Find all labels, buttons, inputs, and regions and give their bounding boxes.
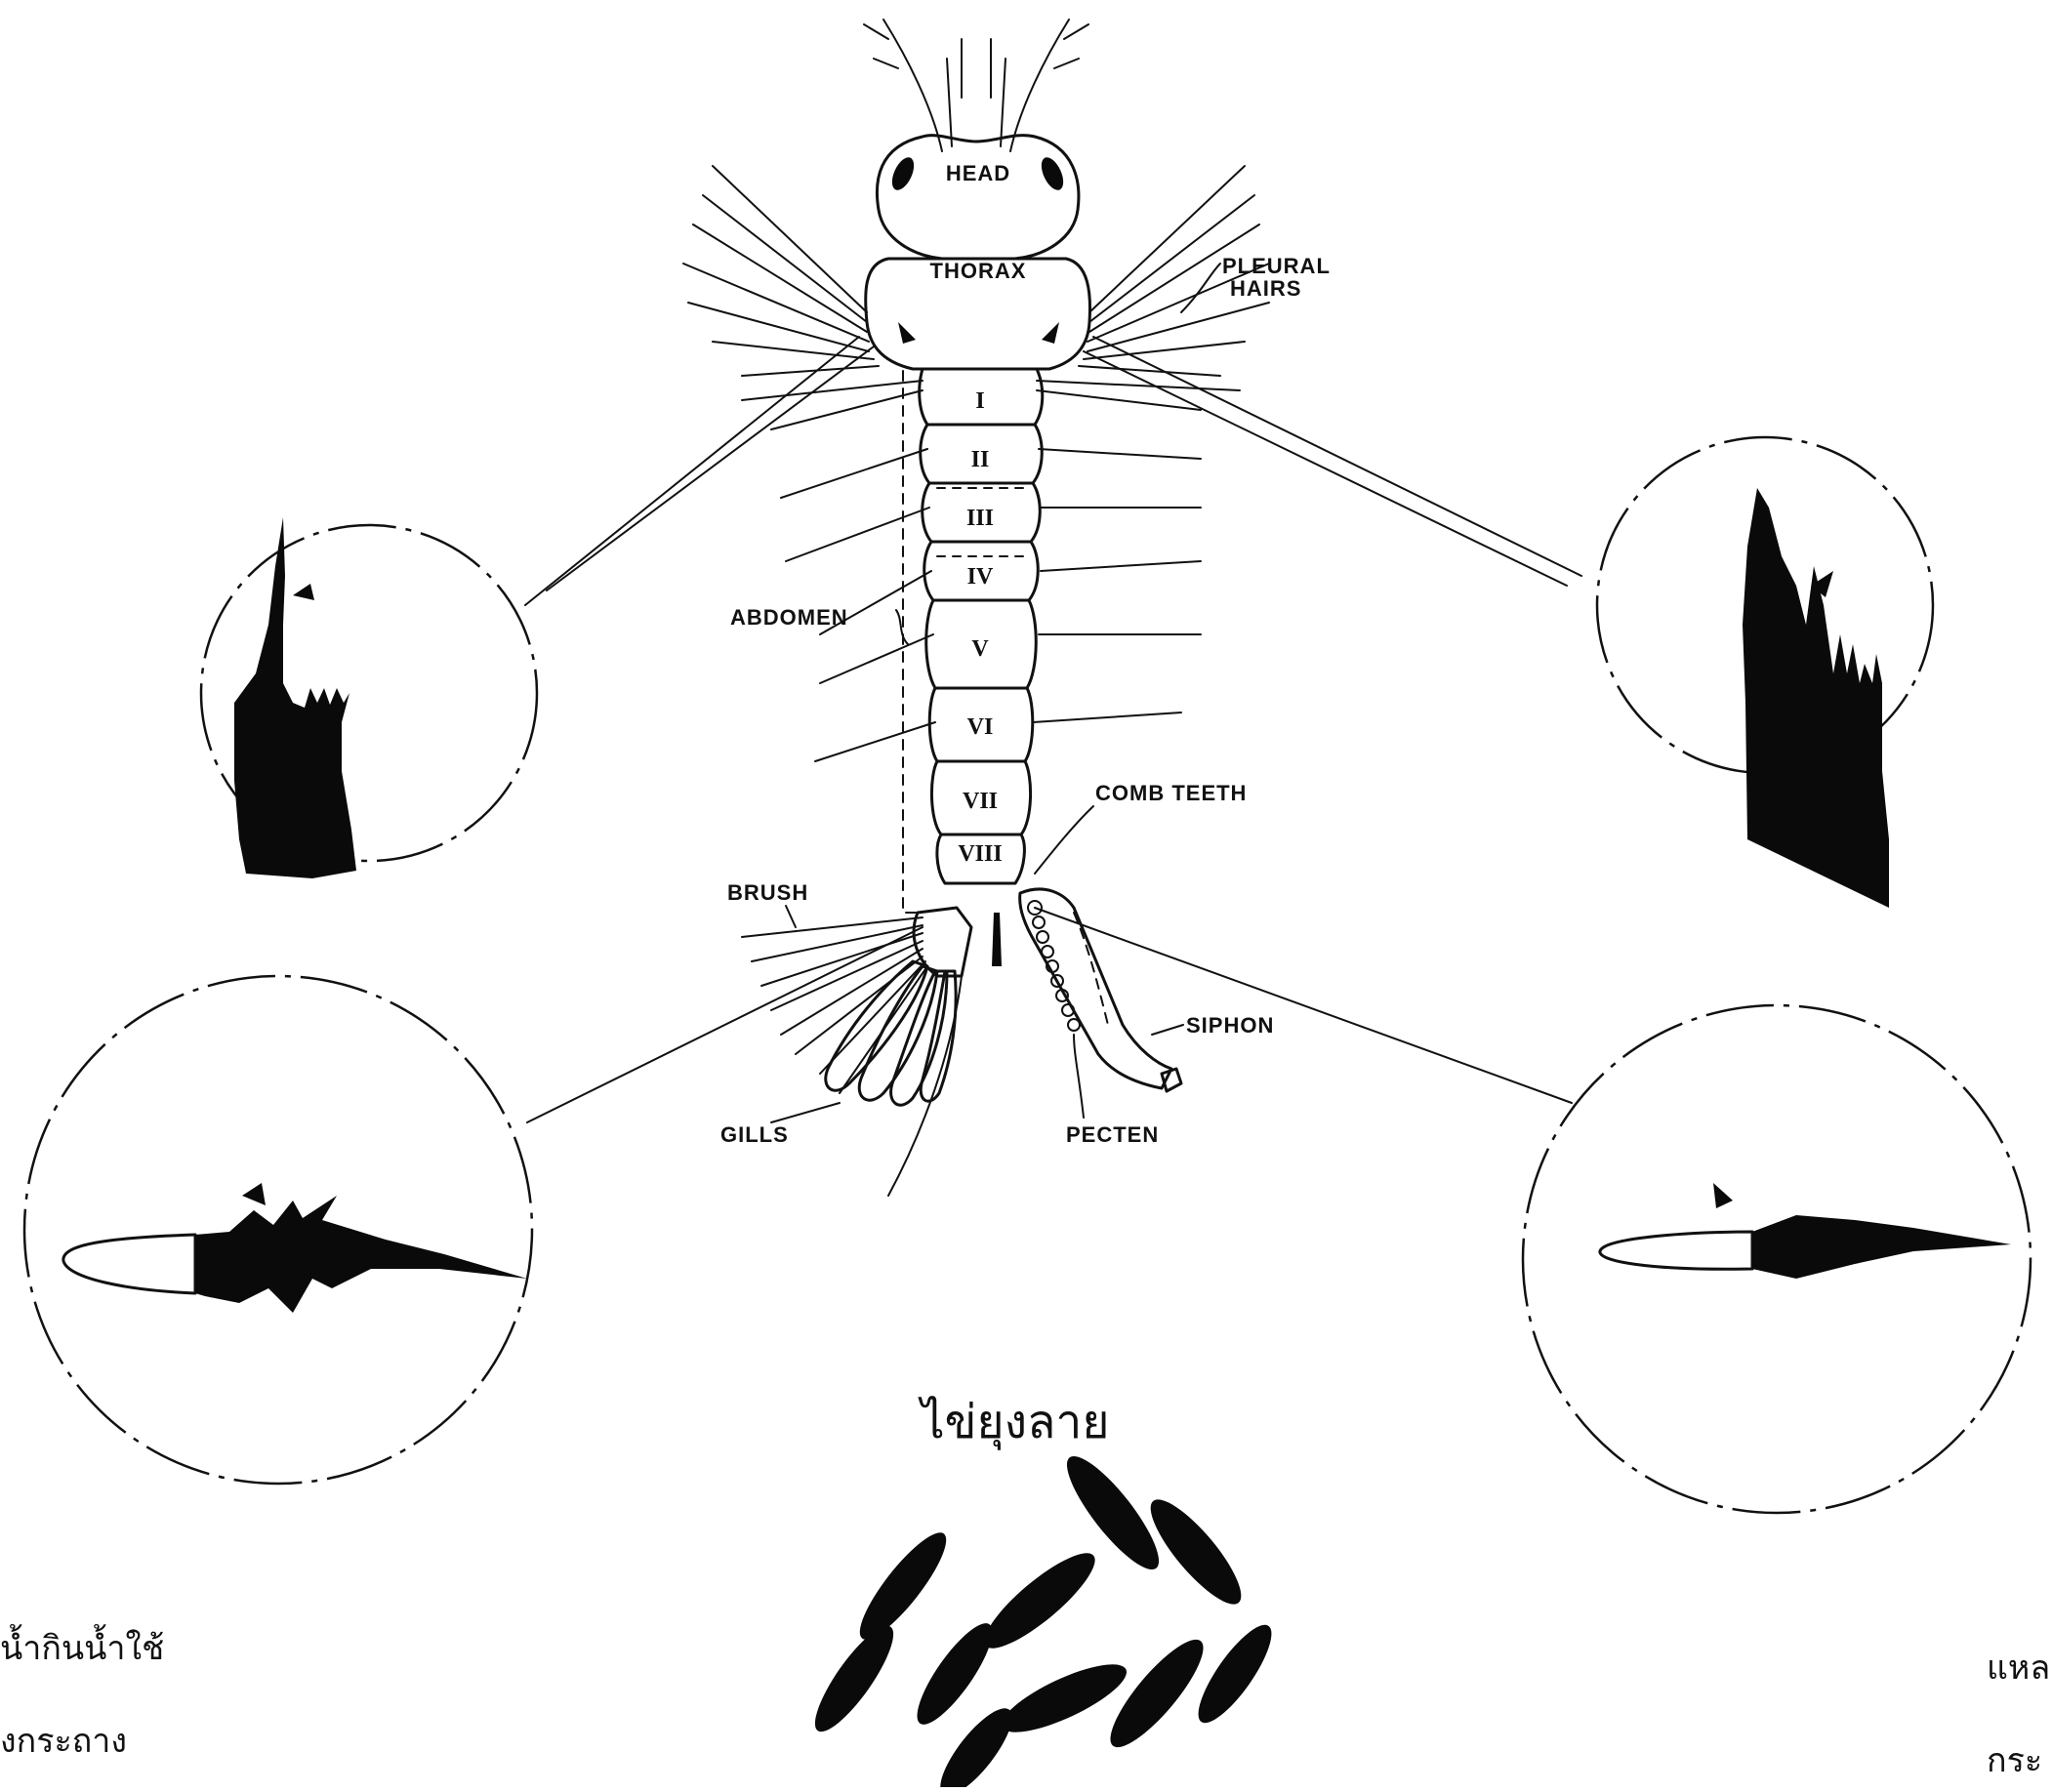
egg (803, 1616, 905, 1740)
antenna-left (883, 20, 942, 151)
thorax-arrow-left (898, 322, 916, 344)
siphon-dashed-line (1074, 913, 1108, 1025)
pecten-base-left (63, 1235, 195, 1293)
label-siphon: SIPHON (1186, 1013, 1274, 1038)
egg (848, 1523, 958, 1649)
egg (1187, 1616, 1283, 1732)
mosquito-larva: HEAD THORAX PLEURAL HAIRS I II II (683, 20, 1331, 1196)
head-capsule (877, 136, 1078, 259)
arrow-icon (242, 1183, 266, 1205)
antenna-hairs (864, 24, 1088, 68)
label-comb-teeth: COMB TEETH (1095, 781, 1247, 805)
egg (1098, 1629, 1216, 1759)
left-caption-fragment-2: งกระถาง (0, 1722, 127, 1761)
segment-label-8: VIII (958, 841, 1002, 867)
arrow-icon (1713, 1183, 1733, 1208)
gills-pointer (771, 1103, 840, 1122)
callout-line-top-left-a (525, 337, 859, 605)
callout-line-top-left-b (547, 346, 874, 591)
mouth-brushes (947, 39, 1005, 146)
label-gills: GILLS (720, 1122, 789, 1147)
eggs-caption: ไข่ยุงลาย (917, 1395, 1109, 1450)
right-caption-fragment-1: แหล (1987, 1649, 2050, 1688)
label-pecten: PECTEN (1066, 1122, 1159, 1147)
magnified-pecten-left (24, 976, 532, 1484)
magnified-pecten-right (1523, 1005, 2031, 1513)
segment-label-1: I (975, 388, 984, 414)
brush-pointer (786, 906, 796, 927)
callout-lines (525, 337, 1581, 1122)
segment-label-5: V (971, 636, 989, 662)
siphon-tip (1162, 1069, 1181, 1091)
left-caption-fragment-1: น้ำกินน้ำใช้ (0, 1624, 164, 1668)
callout-line-bottom-left (527, 927, 923, 1122)
median-process (992, 913, 1002, 966)
eye-left (887, 154, 919, 193)
antenna-right (1010, 20, 1069, 151)
magnified-comb-scale-left (201, 517, 537, 878)
label-pleural-hairs-1: PLEURAL (1222, 254, 1331, 278)
label-thorax: THORAX (930, 259, 1027, 283)
pecten-base-right (1600, 1232, 1752, 1269)
right-caption-fragment-2: กระ (1987, 1741, 2042, 1780)
siphon-pointer (1152, 1025, 1183, 1035)
segment-label-4: IV (967, 564, 994, 590)
segment-label-2: II (971, 447, 990, 472)
segment-label-7: VII (963, 789, 998, 814)
tail-hair (888, 976, 962, 1196)
magnified-comb-scale-right (1597, 437, 1933, 908)
pecten-pointer (1074, 1035, 1084, 1118)
thorax-arrow-right (1042, 322, 1059, 344)
segment-label-3: III (966, 506, 994, 531)
egg (973, 1540, 1106, 1660)
eye-right (1037, 154, 1068, 193)
label-head: HEAD (946, 161, 1010, 185)
comb-teeth-pointer (1035, 806, 1093, 874)
segment-label-6: VI (967, 714, 994, 740)
label-abdomen: ABDOMEN (730, 605, 848, 630)
aedes-eggs (803, 1446, 1283, 1787)
label-brush: BRUSH (727, 880, 808, 905)
pecten-tooth-right (1752, 1215, 2011, 1279)
label-pleural-hairs-2: HAIRS (1230, 276, 1301, 301)
pecten-tooth-left (195, 1196, 527, 1313)
